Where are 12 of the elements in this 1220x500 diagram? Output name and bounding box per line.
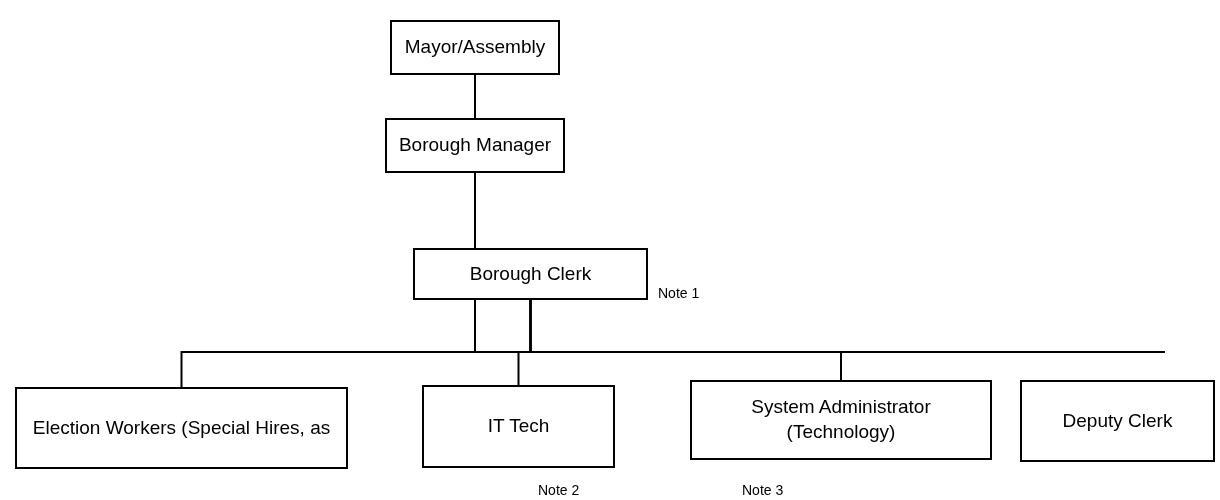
org-box: Deputy Clerk: [1020, 380, 1215, 462]
org-box: Borough Clerk: [413, 248, 648, 300]
note-label: Note 2: [538, 481, 580, 500]
note-label: Note 3: [742, 481, 784, 500]
note-label: Note 1: [658, 284, 700, 303]
org-box: Election Workers (Special Hires, as: [15, 387, 348, 469]
org-box: Borough Manager: [385, 118, 565, 173]
org-box: Mayor/Assembly: [390, 20, 560, 75]
connector-line: [474, 74, 476, 119]
org-box: IT Tech: [422, 385, 615, 468]
connector-line: [529, 299, 842, 381]
org-box: System Administrator (Technology): [690, 380, 992, 460]
